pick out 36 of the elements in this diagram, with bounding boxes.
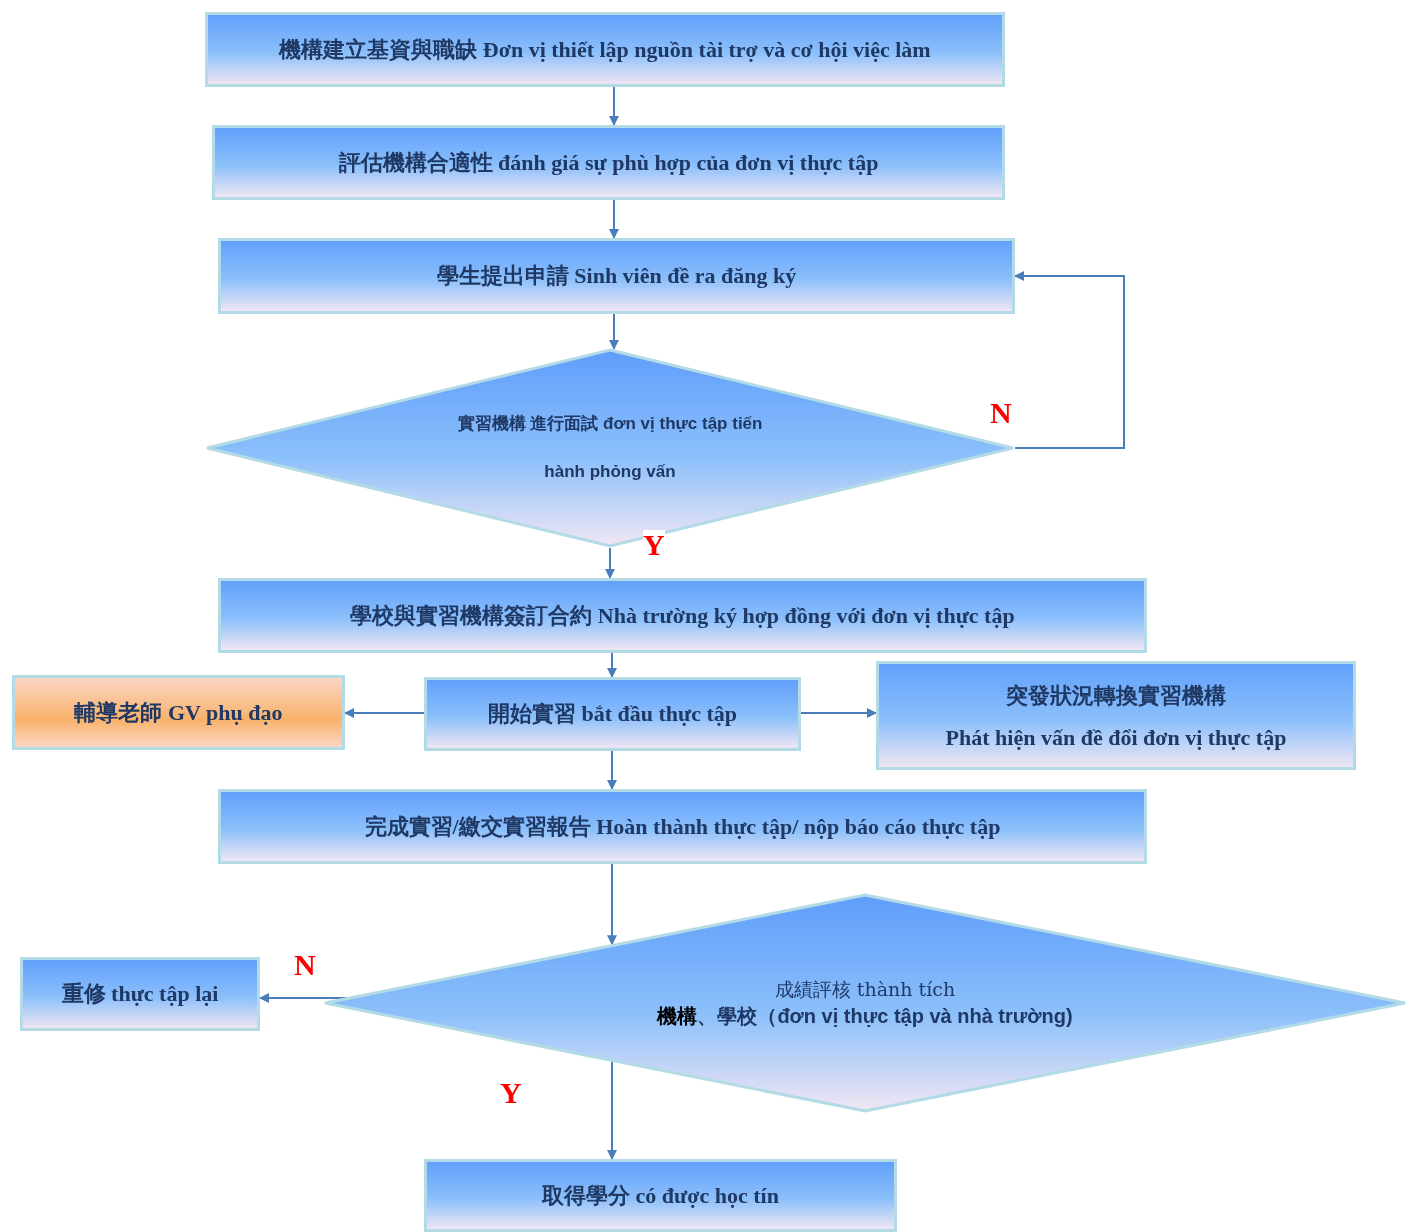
arrow [607, 1060, 617, 1160]
step-text: Phát hiện vấn đề đổi đơn vị thực tập [944, 724, 1288, 751]
step-text: 重修 thực tập lại [60, 980, 220, 1008]
step-text: 機構、學校（đơn vị thực tập và nhà trường) [655, 1003, 1074, 1029]
step-text: 開始實習 bắt đầu thực tập [486, 700, 739, 728]
arrow [607, 652, 617, 678]
arrow [609, 199, 619, 239]
process-box [12, 675, 345, 750]
step-text: 學生提出申請 Sinh viên đề ra đăng ký [435, 262, 798, 290]
step-text: 突發狀況轉換實習機構 [1005, 681, 1227, 710]
process-box [218, 789, 1147, 864]
arrow [605, 547, 615, 579]
arrow [800, 708, 877, 718]
step-text: 輔導老師 GV phụ đạo [73, 698, 284, 727]
process-box [218, 578, 1147, 653]
arrow [344, 708, 425, 718]
decision-diamond [323, 893, 1407, 1113]
step-text: 機構建立基資與職缺 Đơn vị thiết lập nguồn tài trợ và cơ hội việc làm [277, 35, 932, 64]
step-text: 實習機構 進行面試 đơn vị thực tập tiến hành phỏng vấn [456, 413, 764, 483]
process-box [212, 125, 1005, 200]
arrow [609, 313, 619, 350]
step-text: 學校與實習機構簽訂合約 Nhà trường ký hợp đồng với đơn vị thực tập [349, 601, 1016, 630]
arrow [607, 750, 617, 790]
step-text: 成績評核 thành tích [773, 976, 957, 1002]
step-text: 完成實習/繳交實習報告 Hoàn thành thực tập/ nộp báo cáo thực tập [363, 812, 1002, 841]
process-box [20, 957, 260, 1031]
process-box [218, 238, 1015, 314]
arrow [609, 86, 619, 126]
arrow [607, 863, 617, 946]
arrow [1014, 271, 1125, 449]
step-text: 評估機構合適性 đánh giá sự phù hợp của đơn vị thực tập [337, 148, 880, 177]
process-box [424, 677, 801, 751]
process-box [205, 12, 1005, 87]
process-box [876, 661, 1356, 770]
step-text: 取得學分 có được học tín [541, 1181, 780, 1210]
process-box [424, 1159, 897, 1232]
